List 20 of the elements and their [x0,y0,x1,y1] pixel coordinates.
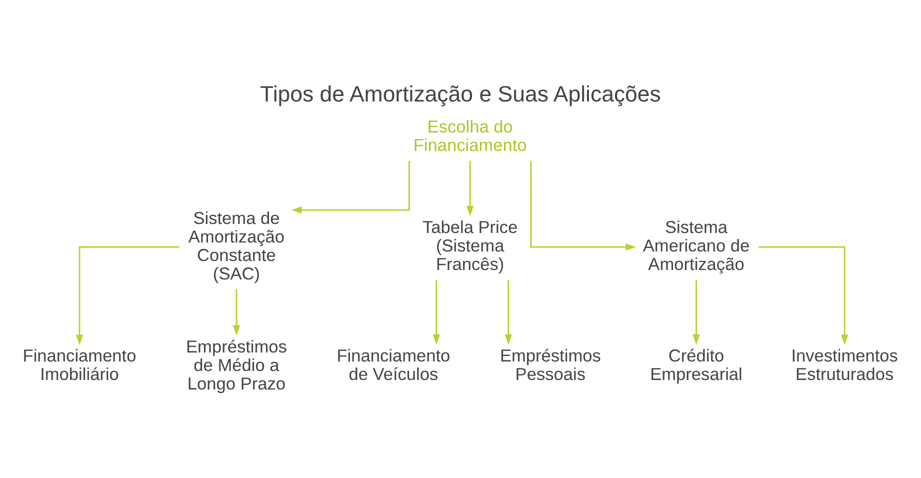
arrow [758,246,848,345]
arrow [504,280,512,345]
arrow [291,160,410,214]
node-text: Tabela Price (Sistema Francês) [422,217,518,274]
node-text: Crédito Empresarial [650,346,742,384]
node-text: Empréstimos de Médio a Longo Prazo [186,336,287,394]
node-text: Sistema de Amortização Constante (SAC) [188,208,285,284]
node-text: Financiamento Imobiliário [22,346,136,384]
node-text: Sistema Americano de Amortização [642,217,750,274]
arrow [432,280,440,345]
node-text: Financiamento de Veículos [336,346,450,384]
arrow [692,280,700,345]
node-text: Empréstimos Pessoais [500,346,601,384]
diagram-title: Tipos de Amortização e Suas Aplicações [260,82,661,107]
arrow [466,160,474,216]
node-text: Investimentos Estruturados [791,346,898,384]
arrow [76,246,180,345]
arrow [232,289,240,336]
node-text: Escolha do Financiamento [413,116,527,155]
arrow [530,160,636,251]
